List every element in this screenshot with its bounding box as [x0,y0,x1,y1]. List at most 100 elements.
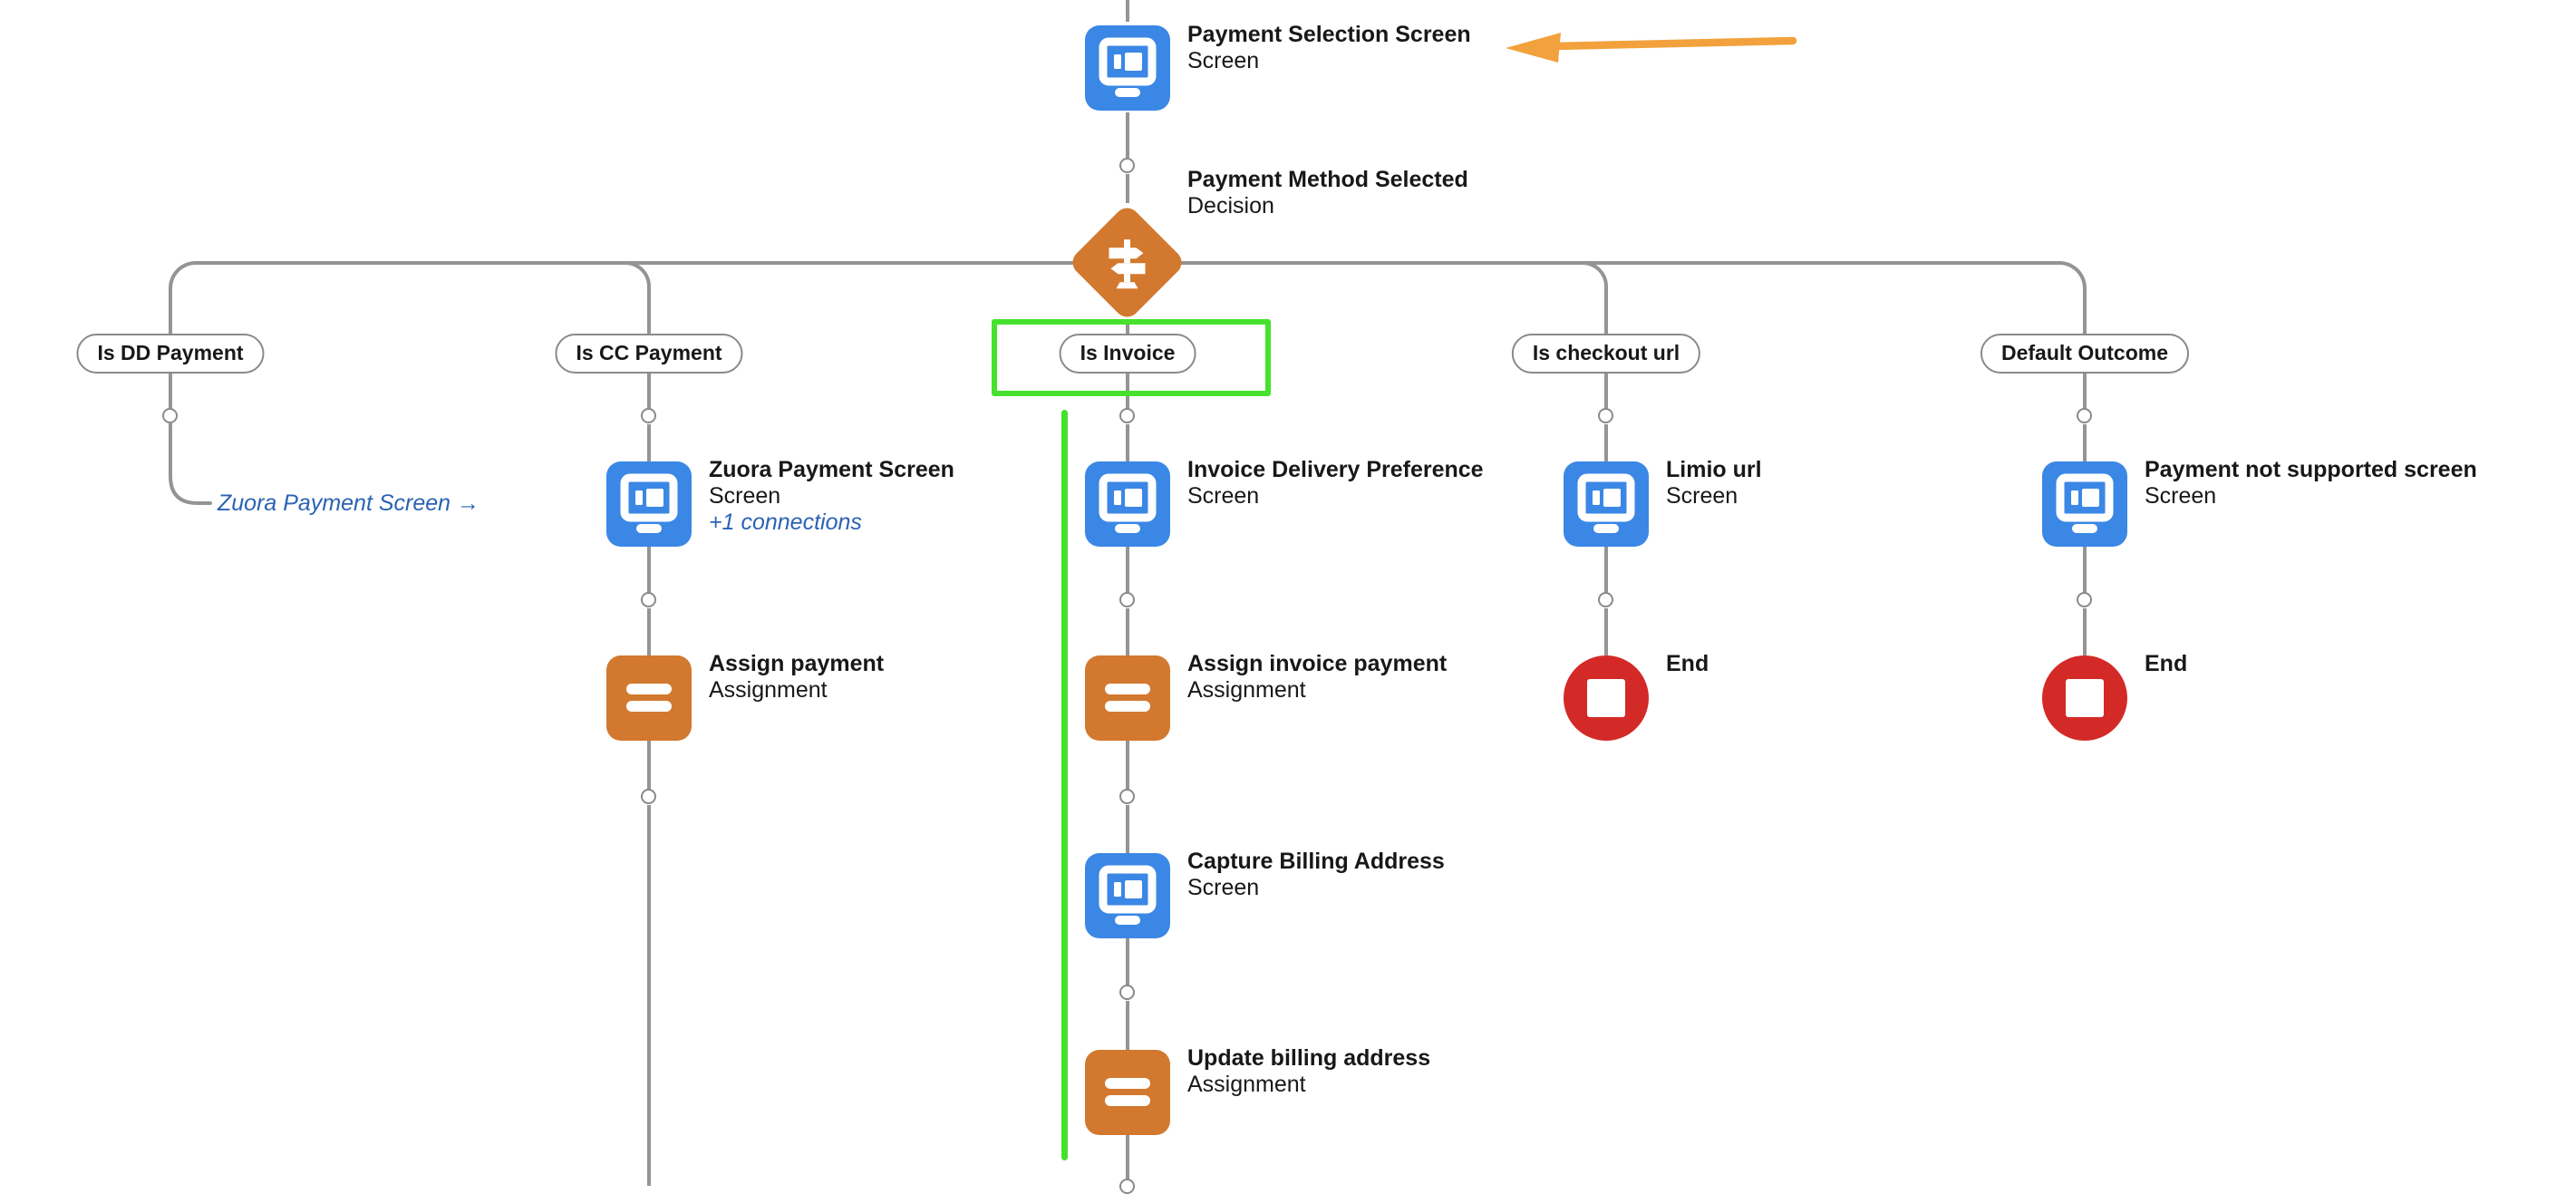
assignment-node-icon[interactable] [1085,1050,1170,1135]
connector-corner [2056,261,2087,297]
outcome-pill-is-checkout-url[interactable]: Is checkout url [1511,334,1701,374]
node-labels: Assign invoice payment Assignment [1187,651,1447,704]
connector-line [647,288,651,334]
add-element-node[interactable] [2077,408,2092,423]
connector-line [647,805,651,1186]
node-labels: Capture Billing Address Screen [1187,849,1445,901]
add-element-node[interactable] [1119,1179,1135,1194]
connector-line [647,741,651,790]
connector-line [2083,424,2087,461]
add-element-node[interactable] [1119,789,1135,804]
end-node-icon[interactable] [2042,655,2127,741]
screen-node-icon[interactable] [1085,461,1170,547]
node-type-label: Screen [709,483,781,509]
connector-line [1126,424,1129,461]
node-type-label: Screen [1187,48,1260,73]
node-labels: End [2145,651,2187,677]
highlight-line-is-invoice-branch [1061,410,1068,1160]
node-title: Assign invoice payment [1187,651,1448,676]
node-type-label: Assignment [1187,677,1306,703]
node-labels: Update billing address Assignment [1187,1045,1430,1098]
node-type-label: Screen [2145,483,2217,509]
add-element-node[interactable] [1119,158,1135,173]
screen-node-icon[interactable] [1085,25,1170,111]
screen-node-icon[interactable] [1085,853,1170,938]
connector-line [1126,112,1129,158]
end-square-glyph [1587,679,1625,717]
connector-line [169,292,172,334]
connector-line [1604,288,1608,334]
connector-line [1604,547,1608,593]
goto-link-zuora-payment-screen[interactable]: Zuora Payment Screen → [218,490,480,516]
add-element-node[interactable] [162,408,178,423]
node-title: Invoice Delivery Preference [1187,457,1484,482]
node-type-label: Screen [1187,875,1260,900]
decision-node-labels: Payment Method Selected Decision [1187,167,1468,219]
goto-connector-curve [169,422,212,505]
outcome-pill-is-dd-payment[interactable]: Is DD Payment [76,334,265,374]
connector-line [1126,741,1129,790]
node-type-label: Screen [1666,483,1738,509]
node-title: Payment Method Selected [1187,167,1468,192]
node-labels: Zuora Payment Screen Screen +1 connectio… [709,457,954,536]
add-element-node[interactable] [1598,408,1613,423]
signpost-icon [1109,238,1146,288]
node-title: Limio url [1666,457,1762,482]
node-labels: End [1666,651,1709,677]
add-element-node[interactable] [2077,592,2092,607]
assignment-icon [1105,1078,1150,1106]
connector-line [1604,608,1608,655]
screen-icon [2056,473,2114,533]
connections-note-link[interactable]: +1 connections [709,510,862,535]
outcome-pill-is-cc-payment[interactable]: Is CC Payment [555,334,743,374]
connector-line [1126,938,1129,985]
connector-line [1604,424,1608,461]
connector-line [1126,608,1129,655]
screen-icon [1099,865,1157,925]
add-element-node[interactable] [1119,408,1135,423]
screen-icon [620,473,678,533]
screen-node-icon[interactable] [2042,461,2127,547]
node-type-label: Assignment [709,677,828,703]
node-type-label: Assignment [1187,1072,1306,1097]
node-title: Update billing address [1187,1045,1431,1071]
connector-fillet [1581,261,1608,292]
screen-node-icon[interactable] [1564,461,1649,547]
connector-line [1126,320,1129,334]
screen-icon [1099,473,1157,533]
node-type-label: Screen [1187,483,1260,509]
decision-node-icon[interactable] [1067,202,1187,323]
start-node-labels: Payment Selection Screen Screen [1187,22,1471,74]
connector-corner [169,261,199,297]
connector-line [169,374,172,409]
highlight-box-is-invoice [992,319,1271,396]
connector-line [1604,374,1608,409]
connector-line [2083,608,2087,655]
outcome-pill-is-invoice[interactable]: Is Invoice [1059,334,1196,374]
connector-line [1126,1135,1129,1179]
node-title: Capture Billing Address [1187,849,1445,874]
add-element-node[interactable] [1119,985,1135,1000]
end-label: End [2145,651,2188,676]
connector-line [647,608,651,655]
end-square-glyph [2066,679,2104,717]
assignment-node-icon[interactable] [606,655,692,741]
add-element-node[interactable] [641,408,656,423]
end-label: End [1666,651,1709,676]
assignment-node-icon[interactable] [1085,655,1170,741]
connector-line [2083,292,2087,334]
connector-line [647,424,651,461]
screen-node-icon[interactable] [606,461,692,547]
connector-line [1126,0,1129,22]
outcome-pill-default-outcome[interactable]: Default Outcome [1980,334,2190,374]
add-element-node[interactable] [1598,592,1613,607]
annotation-arrow [1506,33,1797,63]
node-labels: Assign payment Assignment [709,651,884,704]
add-element-node[interactable] [641,592,656,607]
end-node-icon[interactable] [1564,655,1649,741]
add-element-node[interactable] [641,789,656,804]
connector-line [647,374,651,409]
add-element-node[interactable] [1119,592,1135,607]
connector-line [1126,1001,1129,1050]
